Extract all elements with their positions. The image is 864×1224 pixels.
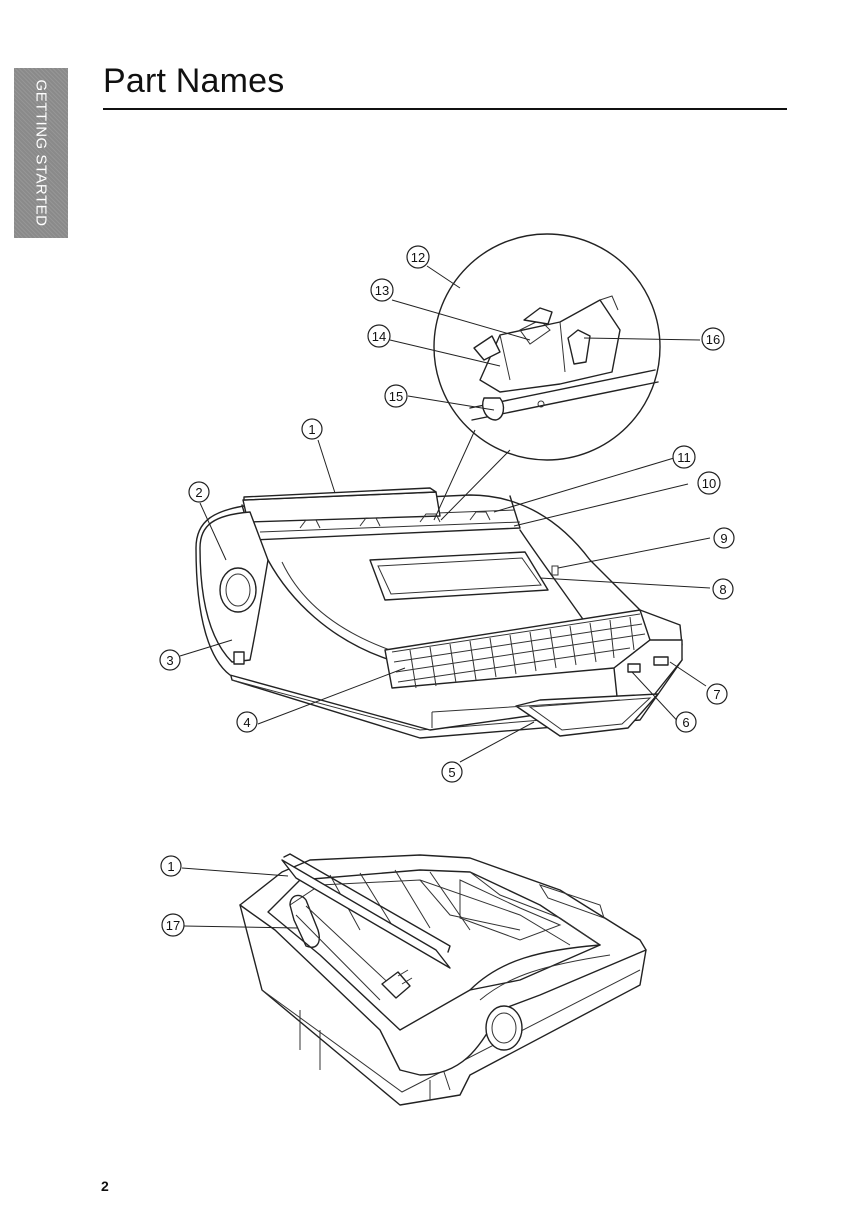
- callout-13: 13: [370, 278, 394, 302]
- callout-2: 2: [188, 481, 210, 503]
- svg-text:3: 3: [166, 653, 173, 668]
- section-tab: GETTING STARTED: [14, 68, 68, 238]
- typewriter-rear-view: [239, 853, 647, 1106]
- callouts-top: 1 2 3 4 5 6 7 8 9 10 11 12 13 14 15 16: [159, 245, 735, 783]
- svg-text:6: 6: [682, 715, 689, 730]
- svg-text:9: 9: [720, 531, 727, 546]
- callout-6: 6: [675, 711, 697, 733]
- svg-text:16: 16: [706, 332, 720, 347]
- svg-text:1: 1: [308, 422, 315, 437]
- callout-5: 5: [441, 761, 463, 783]
- callout-14: 14: [367, 324, 391, 348]
- svg-text:1: 1: [167, 859, 174, 874]
- svg-text:14: 14: [372, 329, 386, 344]
- svg-text:15: 15: [389, 389, 403, 404]
- svg-text:13: 13: [375, 283, 389, 298]
- callout-1: 1: [301, 418, 323, 440]
- callout-1-rear: 1: [160, 855, 182, 877]
- svg-text:7: 7: [713, 687, 720, 702]
- leader-lines-top: [179, 265, 711, 763]
- page-title: Part Names: [103, 62, 285, 100]
- svg-text:2: 2: [195, 485, 202, 500]
- callout-12: 12: [406, 245, 430, 269]
- callouts-bottom: 1 17: [160, 855, 185, 937]
- svg-text:17: 17: [166, 918, 180, 933]
- callout-9: 9: [713, 527, 735, 549]
- callout-10: 10: [697, 471, 721, 495]
- title-rule: [103, 108, 787, 110]
- callout-4: 4: [236, 711, 258, 733]
- svg-text:12: 12: [411, 250, 425, 265]
- page-number: 2: [101, 1178, 109, 1194]
- callout-15: 15: [384, 384, 408, 408]
- svg-text:8: 8: [719, 582, 726, 597]
- callout-16: 16: [701, 327, 725, 351]
- svg-text:5: 5: [448, 765, 455, 780]
- typewriter-front-view: [195, 487, 683, 739]
- callout-11: 11: [672, 445, 696, 469]
- callout-7: 7: [706, 683, 728, 705]
- printhead-detail-view: [433, 233, 661, 521]
- leader-lines-bottom: [181, 867, 299, 929]
- callout-8: 8: [712, 578, 734, 600]
- svg-text:11: 11: [677, 450, 691, 465]
- callout-3: 3: [159, 649, 181, 671]
- svg-text:4: 4: [243, 715, 250, 730]
- callout-17: 17: [161, 913, 185, 937]
- svg-text:10: 10: [702, 476, 716, 491]
